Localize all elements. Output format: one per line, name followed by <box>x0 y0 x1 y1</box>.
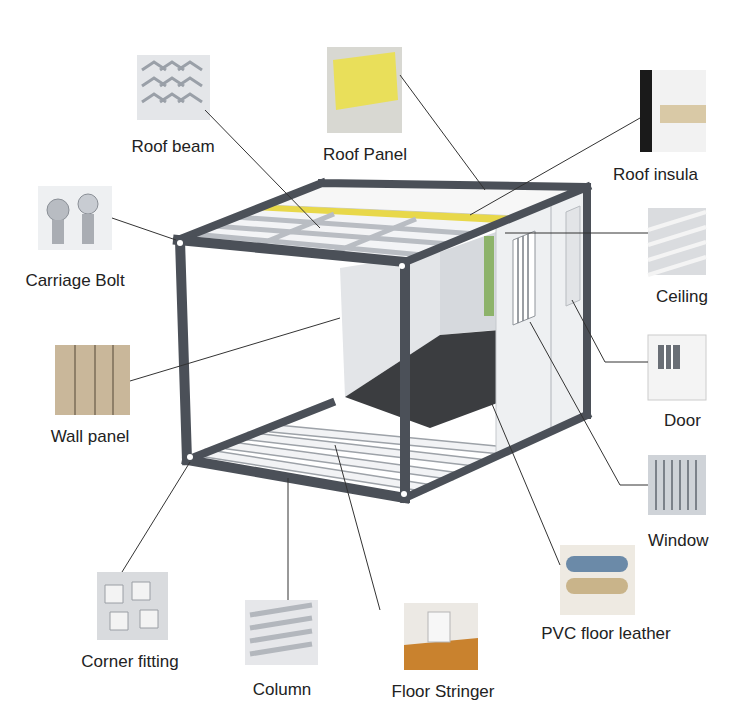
frame-front-beams <box>178 240 405 498</box>
pvc-floor-photo <box>560 545 635 615</box>
carriage-bolt-photo <box>38 186 112 250</box>
door-photo-detail <box>658 345 680 369</box>
pvc-floor-photo-detail <box>566 578 628 594</box>
roof-insulation-photo-detail <box>660 105 706 123</box>
part-label: Ceiling <box>656 286 708 308</box>
roof-panel-photo <box>327 47 402 133</box>
roof-beam-photo <box>137 55 210 120</box>
pvc-floor-photo-detail <box>566 556 628 572</box>
door-photo-detail <box>665 345 672 369</box>
door-panel <box>566 206 580 306</box>
corner-fitting-hole <box>187 454 193 460</box>
window-frame <box>513 231 535 325</box>
side-wall-panel <box>496 187 587 456</box>
roof-beam-photo-detail <box>142 62 202 102</box>
corner-fitting-hole <box>177 240 183 246</box>
roof-panel-photo-detail <box>333 52 398 110</box>
floor-surface <box>345 330 500 428</box>
corner-fitting-hole <box>401 491 407 497</box>
roof-insulation-photo <box>640 70 706 152</box>
corner-fitting-hole <box>399 263 405 269</box>
frame-back-beams <box>178 183 587 498</box>
curtain <box>484 236 494 316</box>
part-label: Column <box>253 679 312 701</box>
carriage-bolt-photo-detail <box>82 214 94 244</box>
panel-seam <box>550 202 552 432</box>
part-label: Door <box>664 410 701 432</box>
column-photo <box>245 600 318 665</box>
part-label: Roof insula <box>613 164 698 186</box>
part-label: Floor Stringer <box>392 681 495 703</box>
carriage-bolt-photo-detail <box>47 199 69 221</box>
leader-lines <box>112 75 648 610</box>
door-photo <box>648 335 706 400</box>
part-label: Corner fitting <box>81 651 178 673</box>
part-label: PVC floor leather <box>541 623 670 645</box>
window-bars <box>518 234 528 323</box>
carriage-bolt-photo-detail <box>52 220 64 244</box>
wall-panel-photo <box>55 345 130 415</box>
part-label: Carriage Bolt <box>25 270 124 292</box>
part-label: Roof Panel <box>323 144 407 166</box>
window-photo-detail <box>656 460 696 510</box>
part-label: Wall panel <box>51 426 130 448</box>
wall-panel-photo-detail <box>75 345 113 415</box>
thumbnails <box>38 47 706 670</box>
container-body <box>177 183 587 498</box>
roof-insulation-photo-detail <box>640 70 652 152</box>
window-photo <box>648 455 706 515</box>
floor-stringer-photo <box>404 603 478 670</box>
ceiling-photo-detail <box>648 212 706 275</box>
ceiling-photo <box>648 208 706 275</box>
part-label: Window <box>648 530 708 552</box>
corner-fittings <box>177 240 407 497</box>
part-label: Roof beam <box>131 136 214 158</box>
floor-stringer-photo-detail <box>404 638 478 670</box>
carriage-bolt-photo-detail <box>78 194 98 214</box>
corner-fitting-photo-detail <box>105 582 158 630</box>
floor-stringer-photo-detail <box>428 612 450 642</box>
column-photo-detail <box>250 605 312 654</box>
corner-fitting-photo <box>97 572 168 640</box>
